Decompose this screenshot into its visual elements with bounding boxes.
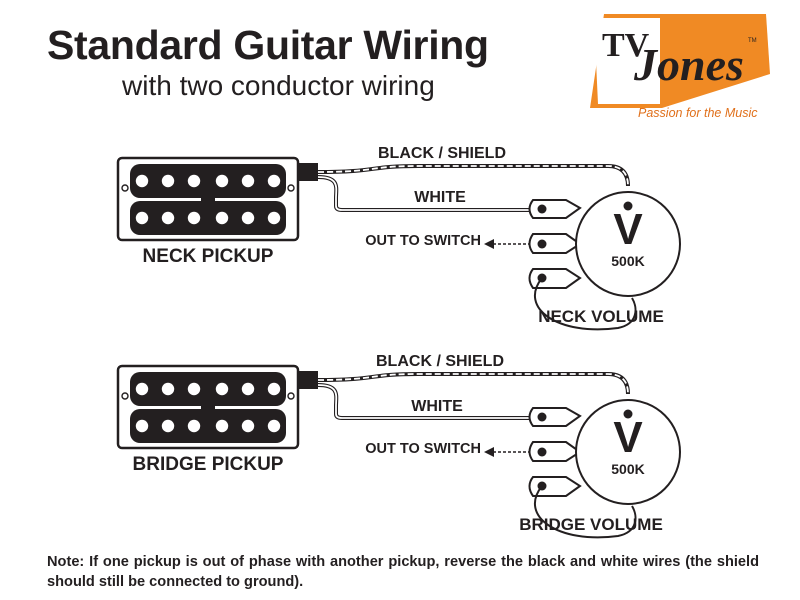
neck-output-label: OUT TO SWITCH bbox=[365, 233, 481, 249]
bridge-output-label: OUT TO SWITCH bbox=[365, 441, 481, 457]
bridge-wire-ground-label: BLACK / SHIELD bbox=[376, 353, 504, 370]
neck-volume-label: NECK VOLUME bbox=[538, 307, 664, 326]
bridge-volume-label: BRIDGE VOLUME bbox=[519, 515, 663, 534]
neck-pickup bbox=[116, 156, 320, 242]
bridge-wire-hot-label: WHITE bbox=[411, 398, 463, 415]
logo-tagline: Passion for the Music bbox=[638, 106, 758, 120]
logo-tv-letters: TV bbox=[602, 27, 650, 64]
bridge-pickup bbox=[116, 364, 320, 450]
page-subtitle: with two conductor wiring bbox=[122, 70, 435, 101]
logo-tv-panel bbox=[594, 18, 660, 104]
neck-wire-ground-label: BLACK / SHIELD bbox=[378, 145, 506, 162]
neck-pickup-label: NECK PICKUP bbox=[143, 246, 274, 267]
page-title: Standard Guitar Wiring bbox=[47, 22, 489, 68]
bridge-pot-letter: V bbox=[613, 413, 643, 462]
neck-pot-letter: V bbox=[613, 205, 643, 254]
bridge-pickup-label: BRIDGE PICKUP bbox=[133, 454, 284, 475]
logo-trademark: TM bbox=[748, 38, 757, 44]
bridge-circuit: BRIDGE PICKUP BLACK / SHIELD WHITE OUT T… bbox=[116, 353, 682, 540]
neck-circuit: NECK PICKUP BLACK / SHIELD WHITE OUT TO … bbox=[116, 145, 682, 332]
phase-note: Note: If one pickup is out of phase with… bbox=[47, 554, 759, 590]
tv-jones-logo: TV Jones TM Passion for the Music bbox=[590, 14, 770, 120]
bridge-pot-value: 500K bbox=[611, 461, 644, 477]
logo-wordmark: Jones bbox=[633, 39, 744, 90]
neck-wire-hot-label: WHITE bbox=[414, 189, 466, 206]
neck-pot-value: 500K bbox=[611, 253, 644, 269]
